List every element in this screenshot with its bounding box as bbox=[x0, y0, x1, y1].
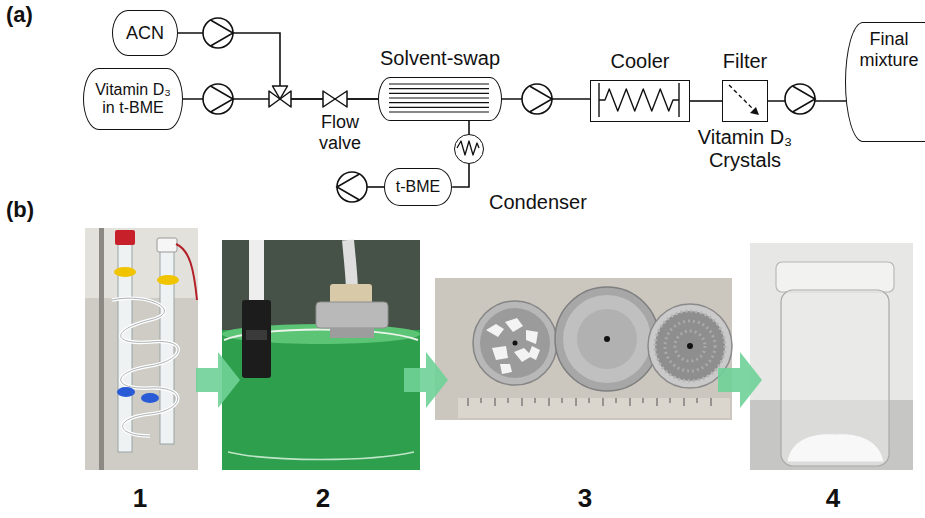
panel-label: (a) bbox=[6, 2, 50, 27]
step-arrow bbox=[404, 352, 448, 408]
unit-label: Cooler bbox=[611, 50, 670, 73]
product-tank: Final mixture bbox=[845, 22, 925, 142]
photo-reactor bbox=[85, 228, 198, 470]
unit-label: Solvent-swap bbox=[380, 47, 500, 70]
solvent-tank: ACN bbox=[112, 10, 178, 56]
unit-detail bbox=[377, 76, 501, 120]
step-arrow bbox=[718, 352, 762, 408]
flow-line bbox=[690, 100, 722, 102]
flow-valve bbox=[323, 91, 347, 107]
solvent-tank: t-BME bbox=[384, 168, 452, 206]
step-number: 2 bbox=[303, 484, 343, 514]
step-arrow bbox=[196, 352, 240, 408]
pump-symbol bbox=[337, 172, 367, 202]
unit-detail bbox=[589, 79, 689, 121]
node-text: ACN bbox=[122, 23, 168, 44]
pump-symbol bbox=[785, 84, 815, 114]
pump-symbol bbox=[203, 84, 233, 114]
unit-detail bbox=[453, 133, 483, 163]
filter-box: Filter bbox=[722, 80, 768, 122]
three-way-valve bbox=[269, 86, 291, 107]
valve-label: Flow valve bbox=[310, 112, 370, 153]
solvent-swap-unit: Solvent-swap bbox=[378, 77, 502, 121]
unit-label: Condenser bbox=[489, 191, 587, 214]
flow-line bbox=[452, 164, 469, 187]
cooler-box: Cooler bbox=[590, 80, 690, 122]
node-text: Final mixture bbox=[846, 29, 925, 70]
photo-cooling-bath bbox=[222, 240, 420, 470]
step-number: 4 bbox=[813, 484, 853, 514]
node-text: t-BME bbox=[392, 178, 444, 196]
node-text: Vitamin D₃ in t-BME bbox=[84, 81, 182, 118]
photo-filter-parts bbox=[435, 278, 732, 420]
step-number: 1 bbox=[120, 484, 160, 514]
pump-symbol bbox=[203, 18, 233, 48]
step-number: 3 bbox=[565, 484, 605, 514]
panel-label: (b) bbox=[6, 197, 50, 222]
photo-product-jar bbox=[750, 243, 913, 470]
unit-label: Filter bbox=[723, 50, 767, 73]
feed-tank: Vitamin D₃ in t-BME bbox=[83, 68, 183, 130]
condenser-symbol: Condenser bbox=[454, 134, 484, 164]
unit-detail bbox=[721, 79, 767, 121]
pump-symbol bbox=[522, 84, 552, 114]
product-label: Vitamin D₃ Crystals bbox=[680, 126, 810, 172]
flow-line bbox=[468, 121, 470, 134]
